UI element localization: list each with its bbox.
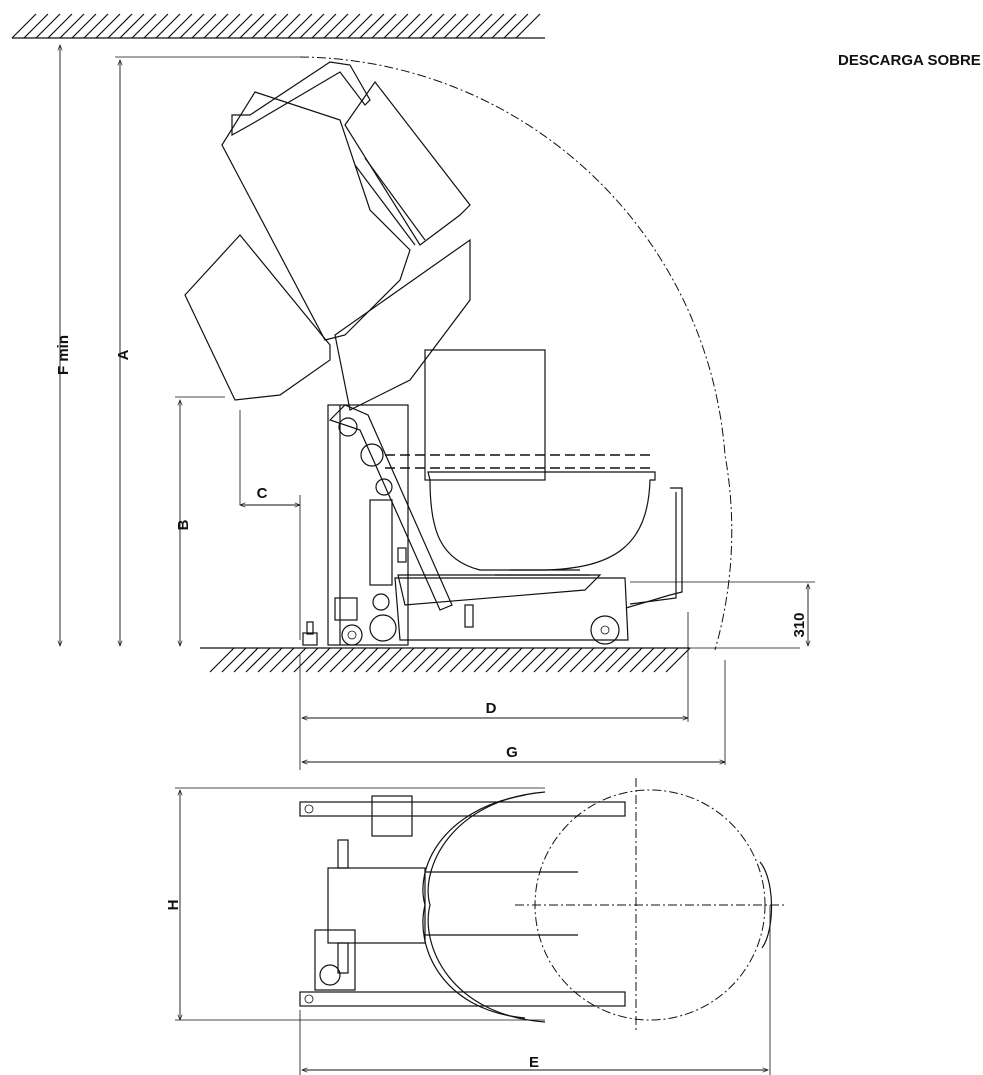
mixer-bowl — [385, 349, 656, 576]
swing-arc — [299, 56, 733, 651]
heading-label: DESCARGA SOBRE BAN- — [838, 52, 983, 69]
floor-hatch — [200, 647, 800, 673]
dim-c-label: C — [257, 485, 268, 502]
top-view — [299, 778, 785, 1030]
dim-a-label: A — [115, 349, 132, 360]
dim-g-label: G — [506, 744, 518, 761]
dimension-lines — [57, 44, 815, 1075]
lifter-column — [302, 404, 453, 646]
ceiling-hatch — [11, 13, 545, 39]
dim-d-label: D — [486, 700, 497, 717]
dim-b-label: B — [175, 519, 192, 530]
tipped-bowl — [184, 61, 471, 411]
dim-e-label: E — [529, 1054, 539, 1071]
dim-f-label: F min — [55, 335, 72, 375]
dim-310-label: 310 — [791, 612, 808, 637]
dim-h-label: H — [165, 900, 182, 911]
base-frame — [394, 487, 683, 645]
